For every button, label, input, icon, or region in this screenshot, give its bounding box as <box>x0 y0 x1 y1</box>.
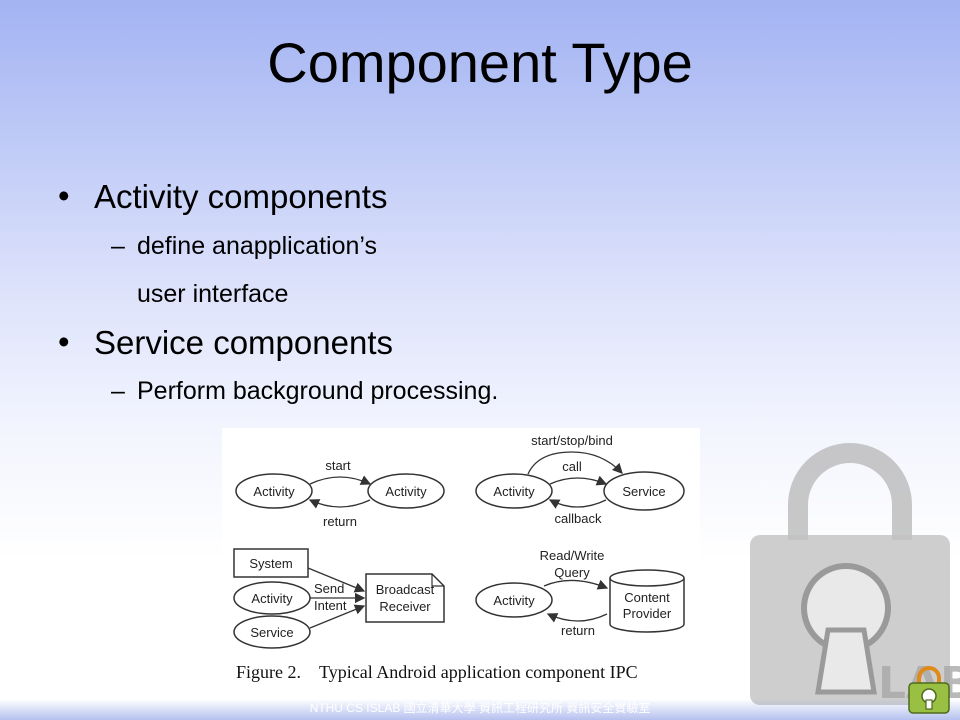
slide-title: Component Type <box>267 31 693 94</box>
system-node-label: System <box>249 556 292 571</box>
activity-node-label: Activity <box>493 484 535 499</box>
figure-caption-text: Typical Android application component IP… <box>319 662 638 682</box>
sub-bullet-define-ui: –define anapplication’s <box>111 232 378 261</box>
activity-node-label: Activity <box>251 591 293 606</box>
page-fold <box>431 574 444 587</box>
send-label: Send <box>314 581 344 596</box>
activity-node-label: Activity <box>253 484 295 499</box>
broadcast-receiver-node <box>365 573 445 623</box>
activity-node <box>367 473 445 509</box>
islab-logo-icon <box>908 666 950 714</box>
query-label: Query <box>554 565 590 580</box>
service-node-label: Service <box>622 484 665 499</box>
content-label: Content <box>624 590 670 605</box>
activity-node-label: Activity <box>493 593 535 608</box>
start-stop-bind-label: start/stop/bind <box>531 433 613 448</box>
start-arrow <box>309 475 372 485</box>
figure-caption: Figure 2. Typical Android application com… <box>236 662 696 683</box>
activity-node <box>475 473 553 509</box>
return-arrow <box>546 613 608 623</box>
return-arrow <box>308 499 371 509</box>
bullet-service-components: Service components <box>58 323 393 362</box>
send-intent-arrow <box>309 604 366 629</box>
intent-label: Intent <box>314 598 347 613</box>
broadcast-diagram: System Activity Service Send Intent Broa… <box>233 548 445 649</box>
sub-bullet-text: define anapplication’s <box>137 232 378 260</box>
bullet-activity-components: Activity components <box>58 177 388 216</box>
activity-node <box>475 582 553 618</box>
ipc-diagram: Activity Activity start return start/sto… <box>233 433 685 649</box>
send-intent-arrow <box>307 567 366 593</box>
dash-marker: – <box>111 232 125 260</box>
activity-to-activity-diagram: Activity Activity start return <box>235 458 445 529</box>
ipc-figure: Activity Activity start return start/sto… <box>222 428 700 692</box>
return-label: return <box>561 623 595 638</box>
service-node <box>603 471 685 511</box>
sub-bullet-background-processing: –Perform background processing. <box>111 377 499 406</box>
dash-marker: – <box>111 377 125 405</box>
activity-node <box>235 473 313 509</box>
activity-to-service-diagram: start/stop/bind Activity Service call ca… <box>475 433 685 526</box>
provider-label: Provider <box>623 606 672 621</box>
call-arrow <box>549 475 608 486</box>
read-write-label: Read/Write <box>540 548 605 563</box>
content-provider-node <box>609 569 685 633</box>
call-label: call <box>562 459 582 474</box>
call-arrow <box>527 451 623 475</box>
sub-bullet-continuation: user interface <box>137 280 289 308</box>
query-arrow <box>543 579 609 590</box>
return-label: return <box>323 514 357 529</box>
service-node <box>233 615 311 649</box>
figure-caption-label: Figure 2. <box>236 662 301 682</box>
service-node-label: Service <box>250 625 293 640</box>
start-label: start <box>325 458 351 473</box>
broadcast-label: Broadcast <box>376 582 435 597</box>
callback-arrow <box>548 499 607 509</box>
system-node <box>233 548 309 578</box>
slide-footer: NTHU CS ISLAB 國立清華大學 資訊工程研究所 資訊安全實驗室 <box>0 699 960 720</box>
callback-label: callback <box>555 511 602 526</box>
receiver-label: Receiver <box>379 599 431 614</box>
sub-bullet-text: Perform background processing. <box>137 377 499 405</box>
activity-node-label: Activity <box>385 484 427 499</box>
content-provider-diagram: Read/Write Query Activity return Content… <box>475 548 685 638</box>
